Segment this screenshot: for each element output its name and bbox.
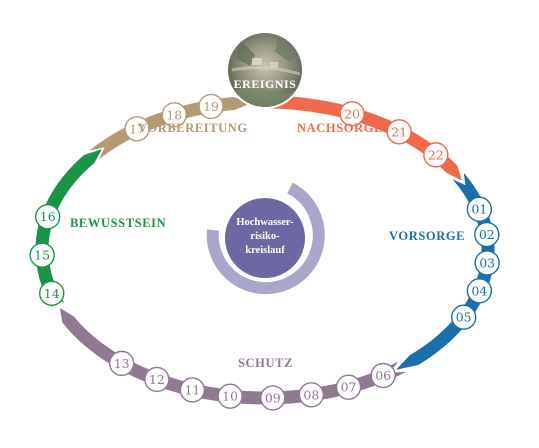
step-number: 18 — [166, 107, 182, 122]
step-19: 19 — [198, 93, 224, 120]
phase-labels: VORBEREITUNG NACHSORGE BEWUSSTSEIN VORSO… — [70, 121, 465, 370]
step-circle — [179, 377, 206, 403]
step-circle — [260, 385, 286, 411]
center-line-3: kreislauf — [245, 245, 285, 256]
step-01: 01 — [466, 196, 493, 222]
step-circle — [386, 119, 412, 145]
step-number: 01 — [471, 202, 487, 217]
step-circle — [466, 196, 493, 222]
step-05: 05 — [450, 304, 477, 330]
step-number: 12 — [149, 372, 165, 387]
step-22: 22 — [423, 142, 449, 168]
step-04: 04 — [466, 278, 493, 304]
step-circle — [474, 221, 500, 248]
center-line-2: risiko- — [250, 231, 280, 242]
step-number: 17 — [129, 121, 145, 136]
step-circle — [370, 362, 396, 389]
step-number: 02 — [479, 227, 495, 242]
center-graphic: Hochwasser- risiko- kreislauf — [206, 182, 325, 295]
step-circle — [450, 304, 477, 330]
step-06: 06 — [370, 362, 396, 389]
step-circle — [35, 204, 61, 230]
step-number: 20 — [344, 106, 360, 121]
step-20: 20 — [339, 101, 365, 127]
step-number: 08 — [303, 387, 319, 402]
phase-label-bewusstsein: BEWUSSTSEIN — [70, 216, 166, 230]
step-16: 16 — [35, 204, 61, 230]
step-circle — [198, 93, 224, 120]
step-11: 11 — [179, 377, 206, 403]
center-circle — [225, 198, 305, 278]
step-13: 13 — [108, 350, 135, 377]
step-18: 18 — [161, 102, 187, 128]
step-15: 15 — [29, 242, 55, 268]
step-number: 09 — [265, 390, 281, 405]
phase-label-schutz: SCHUTZ — [238, 356, 293, 370]
step-circle — [39, 280, 65, 306]
step-14: 14 — [39, 280, 65, 306]
step-12: 12 — [144, 366, 170, 393]
step-number: 13 — [114, 356, 130, 371]
band-nachsorge — [268, 95, 462, 181]
event-photo: EREIGNIS — [226, 31, 304, 109]
step-circle — [298, 382, 325, 408]
step-number: 03 — [479, 255, 495, 270]
step-02: 02 — [474, 221, 500, 248]
step-09: 09 — [260, 385, 286, 411]
step-number: 11 — [184, 382, 200, 397]
step-10: 10 — [217, 383, 243, 409]
phase-label-vorbereitung: VORBEREITUNG — [138, 121, 248, 135]
step-number: 21 — [391, 124, 407, 139]
step-number: 15 — [34, 248, 50, 263]
phase-label-nachsorge: NACHSORGE — [297, 121, 383, 135]
step-07: 07 — [335, 374, 362, 400]
step-number: 10 — [222, 389, 238, 404]
step-circle — [161, 102, 187, 128]
step-03: 03 — [474, 250, 500, 276]
step-circle — [335, 374, 362, 400]
step-circle — [144, 366, 170, 393]
step-circle — [423, 142, 449, 168]
step-08: 08 — [298, 382, 325, 408]
step-circle — [29, 242, 55, 268]
event-label: EREIGNIS — [234, 77, 297, 91]
step-17: 17 — [124, 116, 150, 142]
step-number: 04 — [471, 283, 487, 298]
step-number: 06 — [375, 368, 391, 383]
step-circle — [124, 116, 150, 142]
phase-label-vorsorge: VORSORGE — [389, 229, 465, 243]
step-number: 07 — [341, 380, 357, 395]
step-21: 21 — [386, 119, 412, 145]
step-circle — [474, 250, 500, 276]
step-number: 22 — [428, 147, 444, 162]
step-circle — [108, 350, 135, 377]
step-markers: 20 21 22 01 02 03 04 05 06 07 08 09 10 11 12 13 14 15 16 17… — [29, 93, 500, 411]
step-circle — [466, 278, 493, 304]
step-number: 05 — [456, 310, 472, 325]
step-number: 19 — [203, 99, 219, 114]
step-circle — [339, 101, 365, 127]
band-vorsorge — [396, 172, 495, 370]
step-number: 16 — [40, 209, 56, 224]
center-line-1: Hochwasser- — [236, 217, 294, 228]
step-number: 14 — [44, 286, 60, 301]
step-circle — [217, 383, 243, 409]
center-ring-arc — [206, 182, 325, 295]
